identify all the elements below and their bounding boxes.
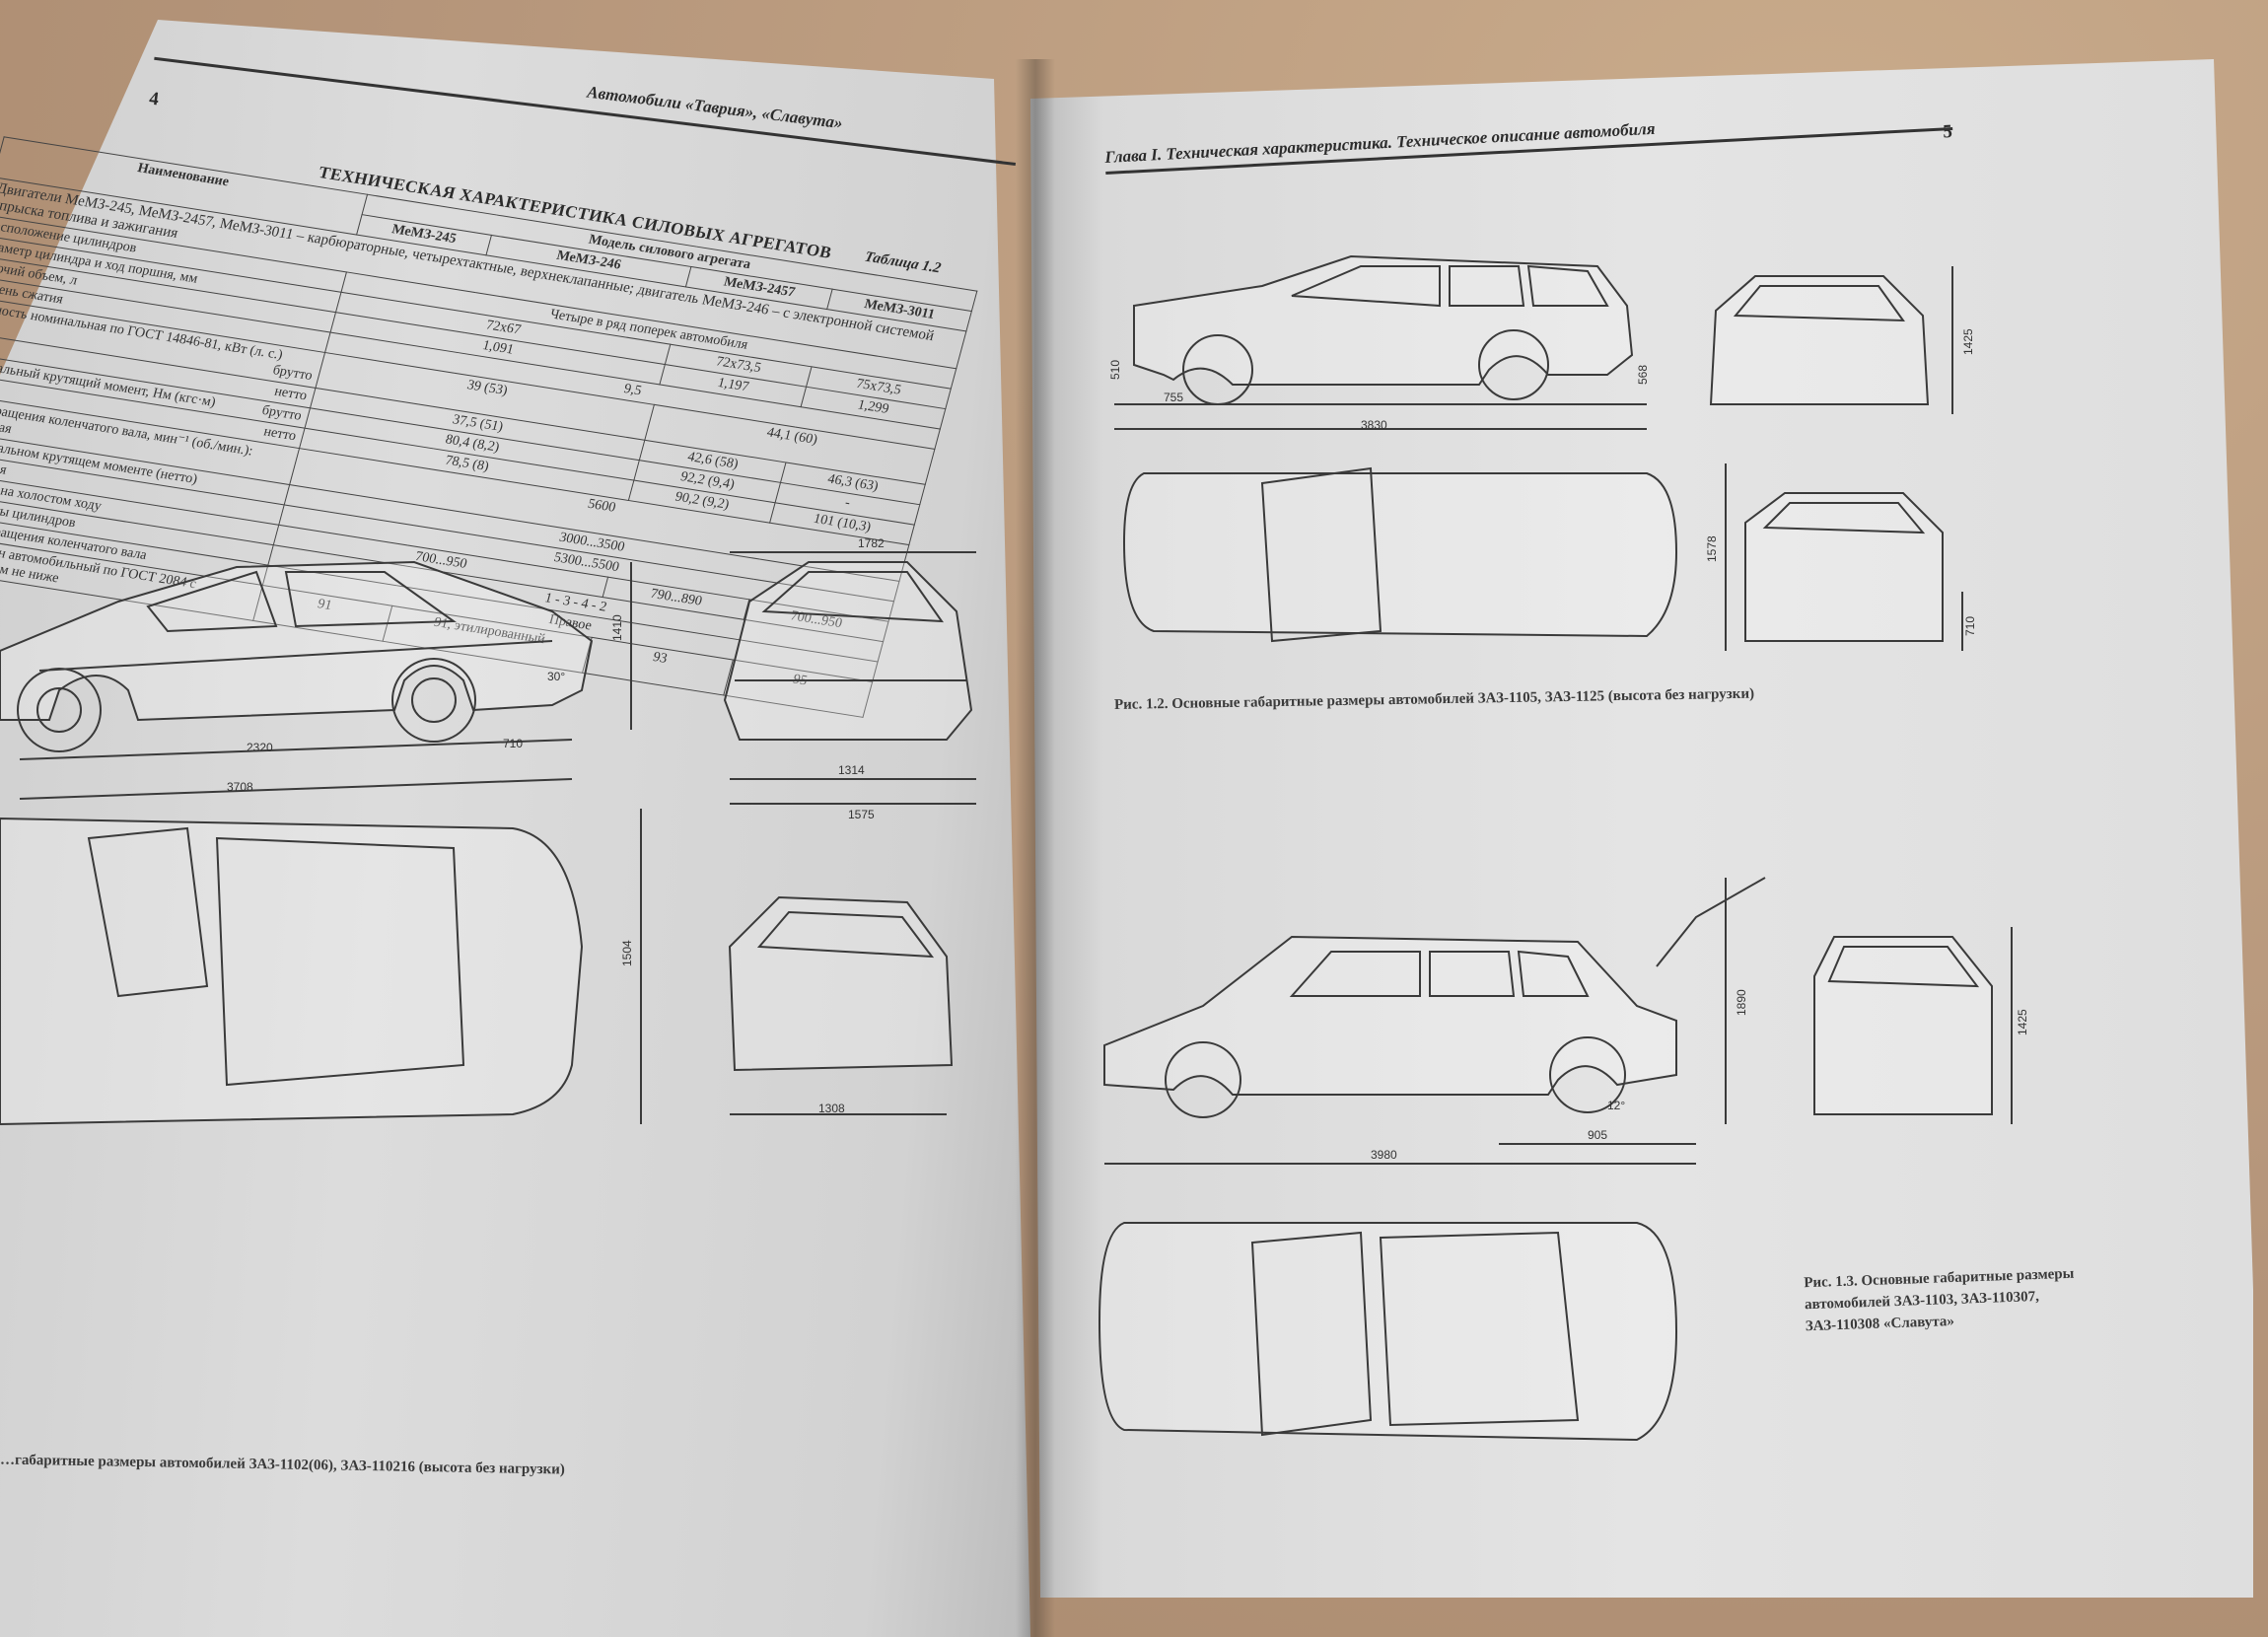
fig-1-2-drawings: 510 755 3830 568 1425 1578 710 [1108, 254, 1977, 651]
dim-label: 1425 [2016, 1009, 2029, 1035]
right-page [1030, 59, 2253, 1598]
spec-row-sublabel: нетто [272, 384, 309, 404]
top-view-sedan [1098, 1222, 1678, 1442]
dim-label: 1504 [620, 940, 634, 966]
right-page-number: 5 [1942, 120, 1953, 143]
dim-label: 710 [503, 737, 523, 750]
side-view-hatchback [0, 560, 632, 800]
spec-row-sublabel: нетто [261, 424, 298, 445]
dim-label: 510 [1108, 360, 1122, 380]
dim-label: 1578 [1705, 535, 1719, 562]
dim-label: 1314 [838, 763, 865, 777]
dim-label: 568 [1636, 365, 1650, 385]
side-view-sedan [1103, 877, 1766, 1165]
dim-label: 1575 [848, 808, 875, 821]
top-view [0, 809, 642, 1126]
side-view-wagon [1114, 254, 1647, 430]
dim-label: 905 [1588, 1128, 1607, 1142]
left-figure-drawings: 1410 2320 710 3708 30° 1782 1314 1575 15… [0, 536, 976, 1126]
dim-label: 1308 [818, 1102, 845, 1115]
left-page-number: 4 [148, 88, 161, 110]
dim-label: 1425 [1961, 328, 1975, 355]
fig-1-3-caption: Рис. 1.3. Основные габаритные размеры ав… [1804, 1265, 2075, 1335]
book-gutter [1016, 59, 1055, 1637]
dim-label: 30° [547, 670, 565, 683]
dim-label: 710 [1963, 616, 1977, 636]
rear-view [723, 551, 976, 805]
dim-label: 2320 [247, 741, 273, 754]
rear-view-wagon [1744, 492, 1963, 651]
rear-view-sedan [1813, 927, 2013, 1124]
dim-label: 3980 [1371, 1148, 1397, 1162]
dim-label: 755 [1164, 391, 1183, 404]
fig-1-3-drawings: 1890 3980 905 12° 1425 [1098, 877, 2029, 1442]
top-view-wagon [1122, 463, 1727, 651]
front-view-wagon [1709, 266, 1953, 414]
dim-label: 3708 [227, 780, 253, 794]
dim-label: 1890 [1735, 989, 1748, 1016]
dim-label: 1410 [610, 614, 624, 641]
front-view [728, 895, 954, 1115]
dim-label: 12° [1607, 1099, 1625, 1112]
dim-label: 3830 [1361, 418, 1387, 432]
dim-label: 1782 [858, 536, 885, 550]
